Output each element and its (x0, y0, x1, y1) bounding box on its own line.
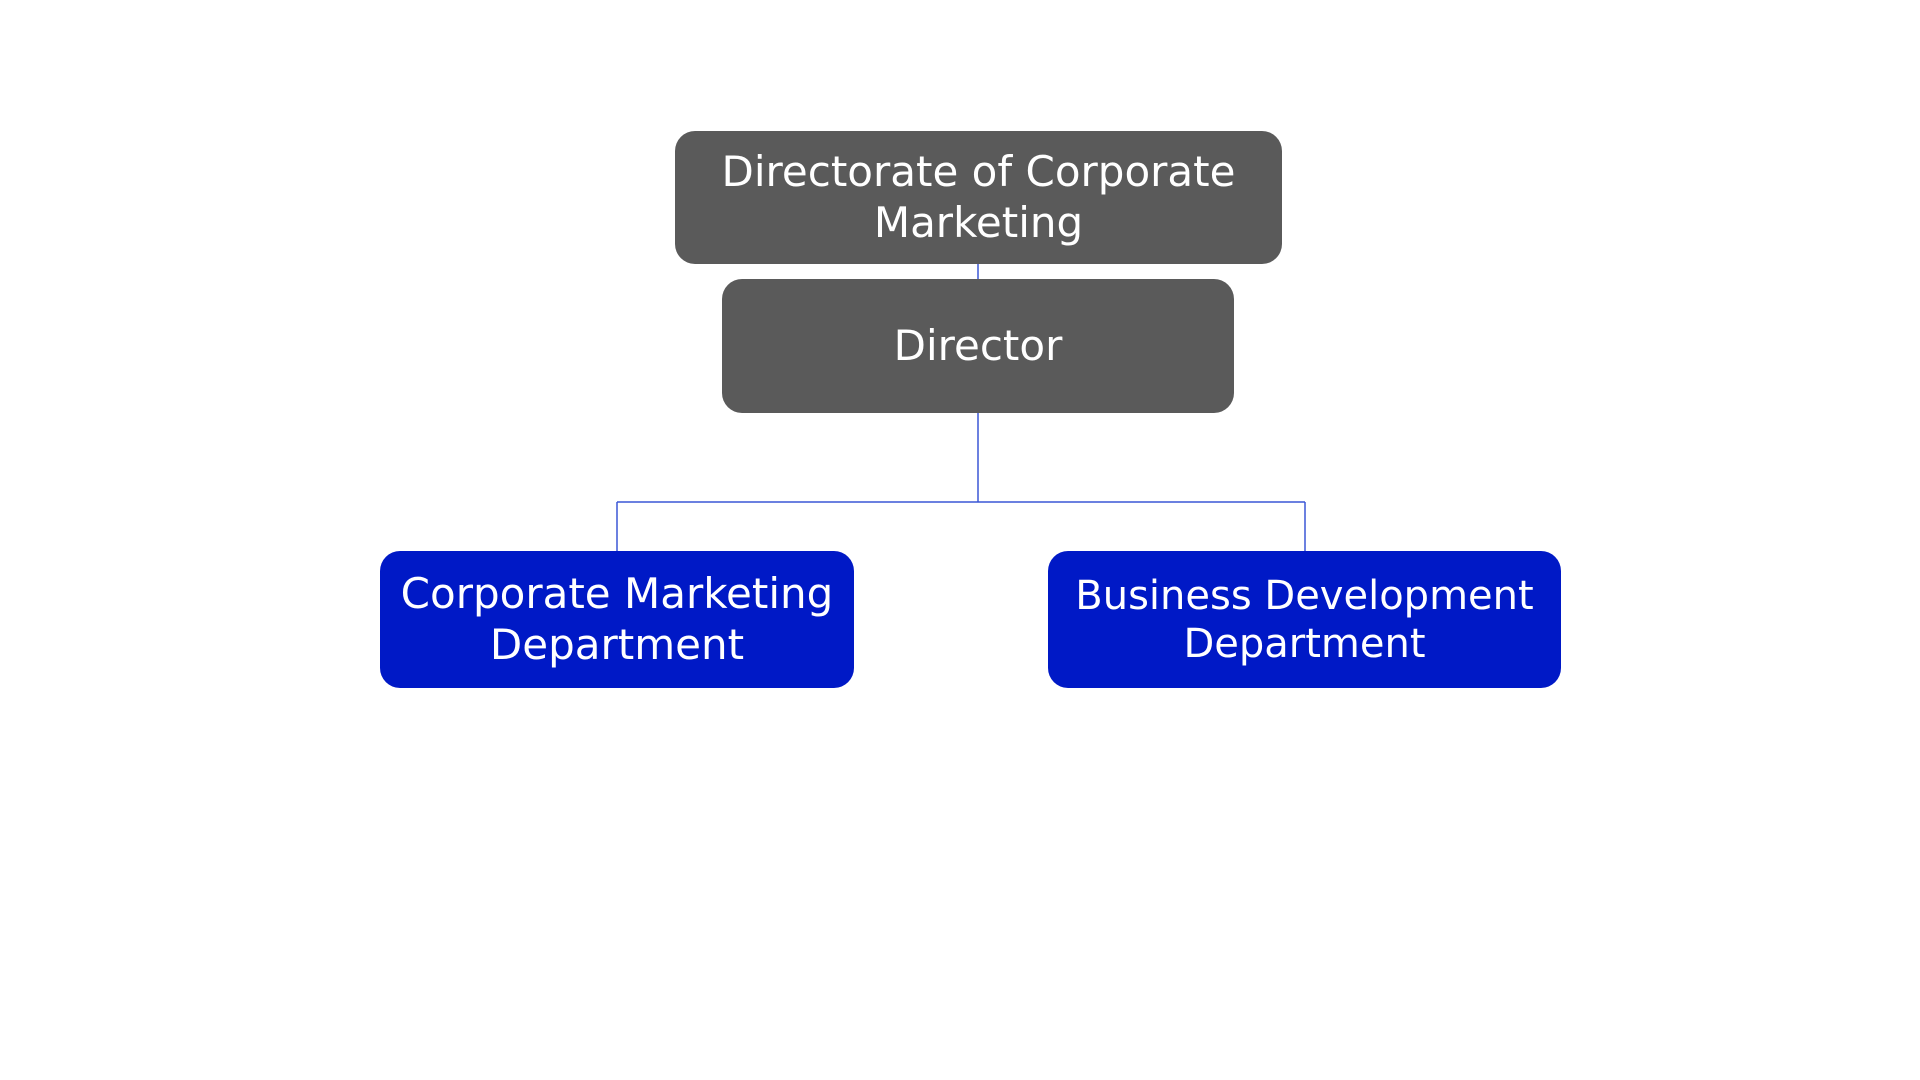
node-label: Directorate of Corporate Marketing (721, 147, 1236, 247)
node-business-development-department: Business Development Department (1048, 551, 1561, 688)
node-label: Director (893, 320, 1063, 370)
node-label: Corporate Marketing Department (400, 569, 834, 669)
node-directorate-of-corporate-marketing: Directorate of Corporate Marketing (675, 131, 1282, 264)
node-label: Business Development Department (1075, 572, 1534, 667)
node-corporate-marketing-department: Corporate Marketing Department (380, 551, 854, 688)
node-director: Director (722, 279, 1234, 413)
